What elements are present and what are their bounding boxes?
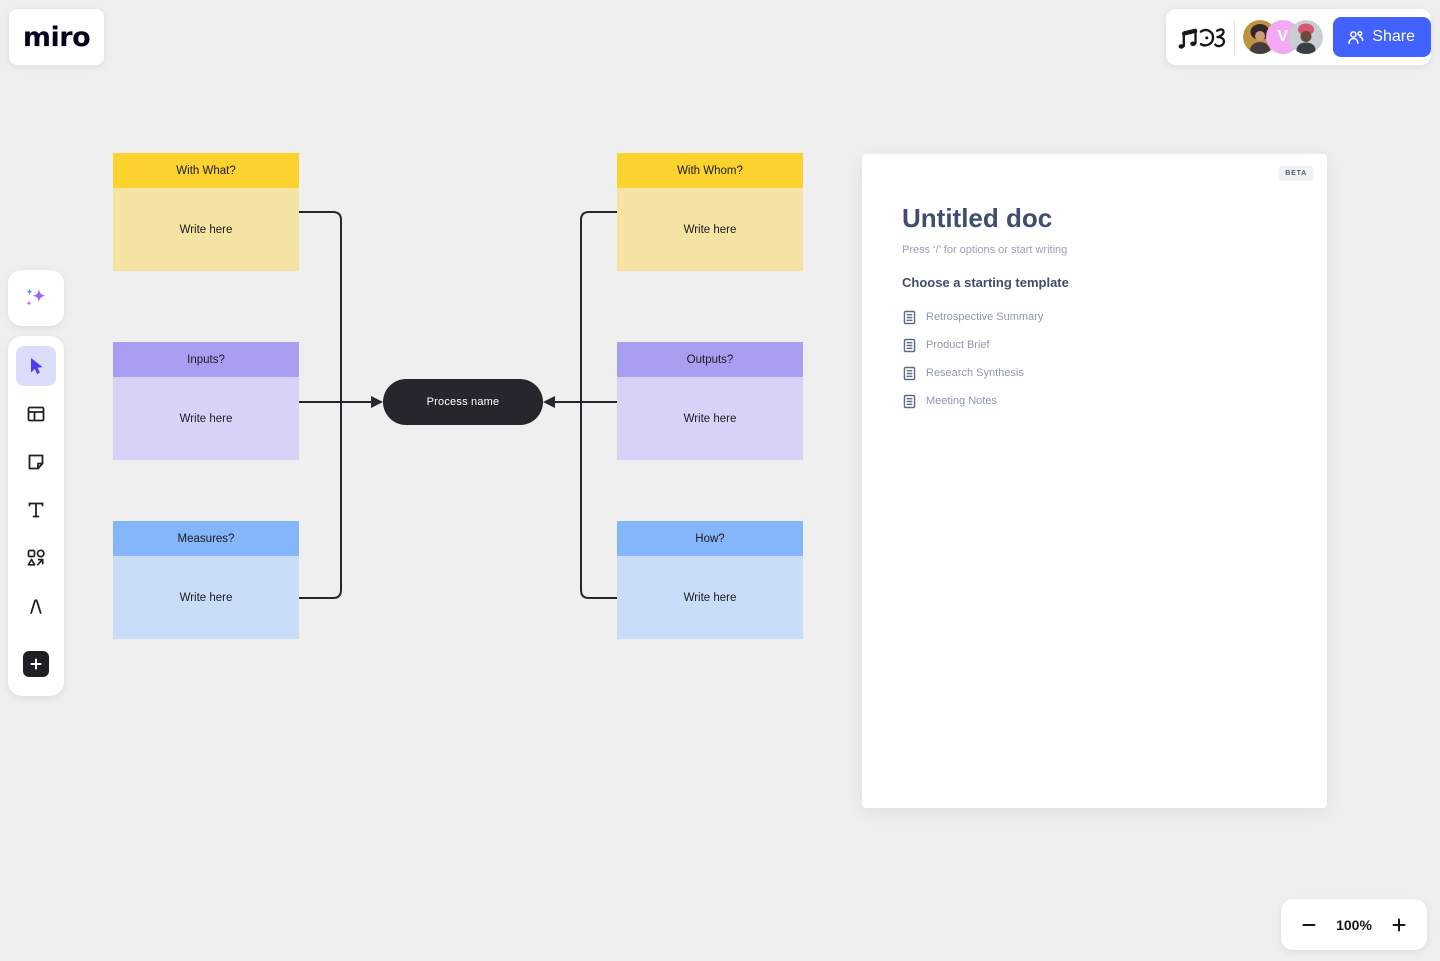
box-title: With Whom? <box>617 153 803 188</box>
beta-badge: BETA <box>1279 166 1313 181</box>
tool-pen[interactable] <box>16 586 56 626</box>
share-label: Share <box>1372 28 1415 45</box>
frame-icon <box>25 403 47 425</box>
document-icon <box>902 338 917 353</box>
ai-sparkles-icon <box>21 283 51 313</box>
diagram-box-measures[interactable]: Measures? Write here <box>113 521 299 639</box>
tool-frames[interactable] <box>16 394 56 434</box>
diagram-box-with-whom[interactable]: With Whom? Write here <box>617 153 803 271</box>
box-title: Outputs? <box>617 342 803 377</box>
sticky-note-icon <box>25 451 47 473</box>
share-people-icon <box>1346 28 1365 47</box>
process-name-node[interactable]: Process name <box>383 379 543 425</box>
zoom-in-button[interactable] <box>1381 907 1417 943</box>
box-placeholder[interactable]: Write here <box>113 556 299 639</box>
document-icon <box>902 310 917 325</box>
tool-add-more[interactable] <box>16 644 56 684</box>
template-label: Retrospective Summary <box>926 311 1044 323</box>
template-item-research-synthesis[interactable]: Research Synthesis <box>902 359 1287 387</box>
template-item-product-brief[interactable]: Product Brief <box>902 331 1287 359</box>
divider <box>1233 20 1235 54</box>
doc-hint-text: Press ‘/’ for options or start writing <box>902 244 1068 256</box>
box-title: How? <box>617 521 803 556</box>
box-title: With What? <box>113 153 299 188</box>
box-placeholder[interactable]: Write here <box>113 188 299 271</box>
box-placeholder[interactable]: Write here <box>113 377 299 460</box>
templates-list: Retrospective Summary Product Brief Rese… <box>902 303 1287 415</box>
zoom-control: 100% <box>1281 899 1427 950</box>
ai-assistant-button[interactable] <box>8 270 64 326</box>
zoom-out-button[interactable] <box>1291 907 1327 943</box>
diagram-box-inputs[interactable]: Inputs? Write here <box>113 342 299 460</box>
text-icon <box>25 499 47 521</box>
template-label: Product Brief <box>926 339 990 351</box>
diagram-box-how[interactable]: How? Write here <box>617 521 803 639</box>
share-button[interactable]: Share <box>1333 17 1431 57</box>
box-placeholder[interactable]: Write here <box>617 188 803 271</box>
avatar-initial: V <box>1277 28 1288 45</box>
document-icon <box>902 366 917 381</box>
miro-logo: miro <box>22 21 91 53</box>
pen-icon <box>25 595 47 617</box>
diagram-box-outputs[interactable]: Outputs? Write here <box>617 342 803 460</box>
tool-sticky-note[interactable] <box>16 442 56 482</box>
doc-panel[interactable]: BETA Untitled doc Press ‘/’ for options … <box>862 154 1327 808</box>
templates-heading: Choose a starting template <box>902 275 1069 290</box>
box-placeholder[interactable]: Write here <box>617 377 803 460</box>
tool-palette <box>8 336 64 696</box>
document-icon <box>902 394 917 409</box>
tool-select-cursor[interactable] <box>16 346 56 386</box>
miro-logo-button[interactable]: miro <box>9 9 104 65</box>
doc-title[interactable]: Untitled doc <box>902 203 1053 233</box>
avatar-stack: V <box>1242 20 1332 54</box>
template-item-retrospective-summary[interactable]: Retrospective Summary <box>902 303 1287 331</box>
box-title: Inputs? <box>113 342 299 377</box>
shapes-icon <box>25 547 47 569</box>
box-placeholder[interactable]: Write here <box>617 556 803 639</box>
tool-shapes[interactable] <box>16 538 56 578</box>
music-notes-doodle <box>1166 19 1234 55</box>
zoom-level[interactable]: 100% <box>1336 916 1372 933</box>
collaboration-bar: V Share <box>1166 9 1431 65</box>
tool-text[interactable] <box>16 490 56 530</box>
process-name-label: Process name <box>426 396 500 408</box>
box-title: Measures? <box>113 521 299 556</box>
diagram-box-with-what[interactable]: With What? Write here <box>113 153 299 271</box>
avatar-collaborator-3[interactable] <box>1288 20 1323 54</box>
plus-icon <box>23 651 49 677</box>
template-label: Meeting Notes <box>926 395 997 407</box>
template-label: Research Synthesis <box>926 367 1024 379</box>
template-item-meeting-notes[interactable]: Meeting Notes <box>902 387 1287 415</box>
cursor-icon <box>25 355 47 377</box>
